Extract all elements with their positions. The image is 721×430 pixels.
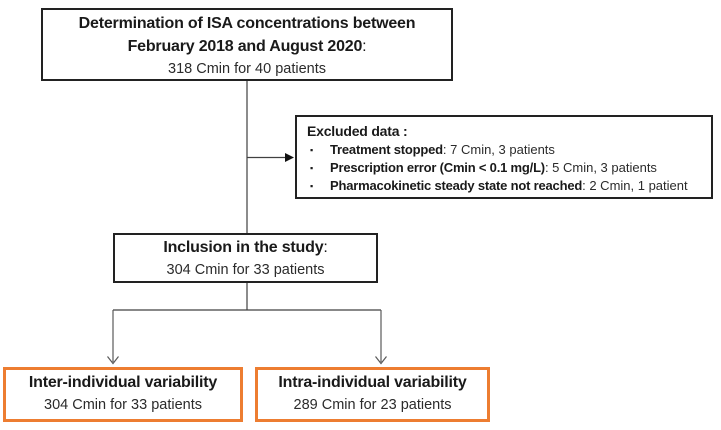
- arrowhead-intra-icon: [375, 356, 387, 365]
- bullet-square-icon: ▪: [310, 181, 314, 191]
- excluded-item-text: Prescription error (Cmin < 0.1 mg/L): 5 …: [330, 160, 657, 175]
- bullet-square-icon: ▪: [310, 163, 314, 173]
- inter-individual-title: Inter-individual variability: [28, 374, 218, 391]
- inter-individual-subtitle: 304 Cmin for 33 patients: [44, 397, 202, 413]
- arrowhead-inter-icon: [107, 356, 119, 365]
- inclusion-title: Inclusion in the study:: [163, 239, 328, 256]
- intra-individual-subtitle: 289 Cmin for 23 patients: [293, 397, 452, 413]
- excluded-item-steady-state: ▪ Pharmacokinetic steady state not reach…: [307, 177, 703, 195]
- excluded-item-prescription: ▪ Prescription error (Cmin < 0.1 mg/L): …: [307, 159, 703, 177]
- bullet-square-icon: ▪: [310, 145, 314, 155]
- arrowhead-excluded-icon: [285, 153, 294, 162]
- determination-subtitle: 318 Cmin for 40 patients: [168, 61, 326, 77]
- excluded-item-text: Pharmacokinetic steady state not reached…: [330, 178, 688, 193]
- determination-colon: :: [362, 38, 367, 55]
- inclusion-colon: :: [323, 239, 328, 256]
- excluded-item-text: Treatment stopped: 7 Cmin, 3 patients: [330, 142, 555, 157]
- determination-box: Determination of ISA concentrations betw…: [41, 8, 453, 81]
- excluded-heading: Excluded data :: [307, 123, 408, 139]
- inclusion-box: Inclusion in the study: 304 Cmin for 33 …: [113, 233, 378, 283]
- determination-title-line1: Determination of ISA concentrations betw…: [78, 15, 416, 32]
- determination-title-line2: February 2018 and August 2020:: [127, 38, 367, 55]
- excluded-item-treatment: ▪ Treatment stopped: 7 Cmin, 3 patients: [307, 141, 703, 159]
- intra-individual-title: Intra-individual variability: [278, 374, 467, 391]
- inclusion-subtitle: 304 Cmin for 33 patients: [166, 262, 325, 278]
- intra-individual-box: Intra-individual variability 289 Cmin fo…: [255, 367, 490, 422]
- excluded-data-box: Excluded data : ▪ Treatment stopped: 7 C…: [295, 115, 713, 199]
- inter-individual-box: Inter-individual variability 304 Cmin fo…: [3, 367, 243, 422]
